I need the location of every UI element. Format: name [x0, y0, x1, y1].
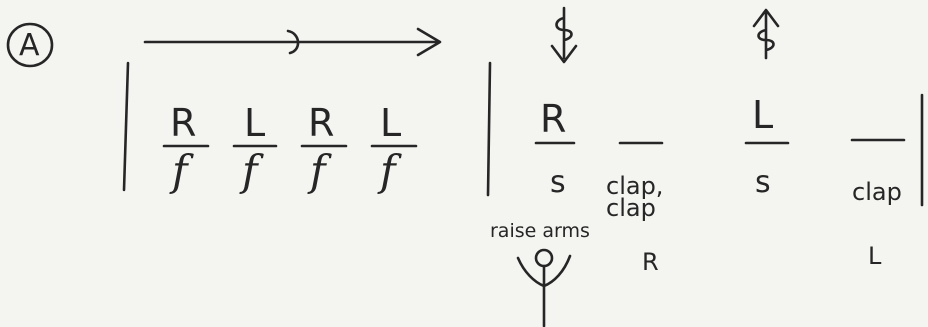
measure2-beat3-action: s	[755, 165, 771, 200]
travel-arrow	[143, 27, 442, 57]
measure1-foot-3: R	[308, 101, 335, 145]
measure2-beat4-hand: L	[868, 242, 882, 270]
bar-line-left	[122, 61, 130, 192]
measure2-beat1-action: s	[550, 165, 566, 200]
measure1-foot-4: L	[380, 101, 402, 145]
bar-line-middle	[486, 61, 492, 197]
stick-figure-body	[516, 254, 572, 327]
stick-figure-head	[534, 248, 554, 268]
measure2-beat2-action: clap, clap	[606, 172, 664, 222]
measure1-foot-2: L	[244, 101, 266, 145]
measure1-foot-1: R	[170, 101, 197, 145]
raise-arms-note: raise arms	[490, 220, 590, 242]
measure1-action-2: f	[242, 146, 258, 195]
measure2-beat4-action: clap	[852, 178, 902, 206]
up-arrow-icon	[752, 8, 780, 60]
measure2-beat2-hand: R	[642, 248, 659, 276]
measure1-action-3: f	[310, 146, 326, 195]
section-label: A	[19, 28, 40, 63]
measure2-beat3-foot: L	[752, 93, 774, 137]
measure2-beat1-foot: R	[540, 97, 567, 141]
section-circle	[6, 22, 54, 68]
measure1-action-4: f	[380, 146, 396, 195]
measure1-action-1: f	[172, 146, 188, 195]
down-arrow-icon	[550, 6, 578, 64]
